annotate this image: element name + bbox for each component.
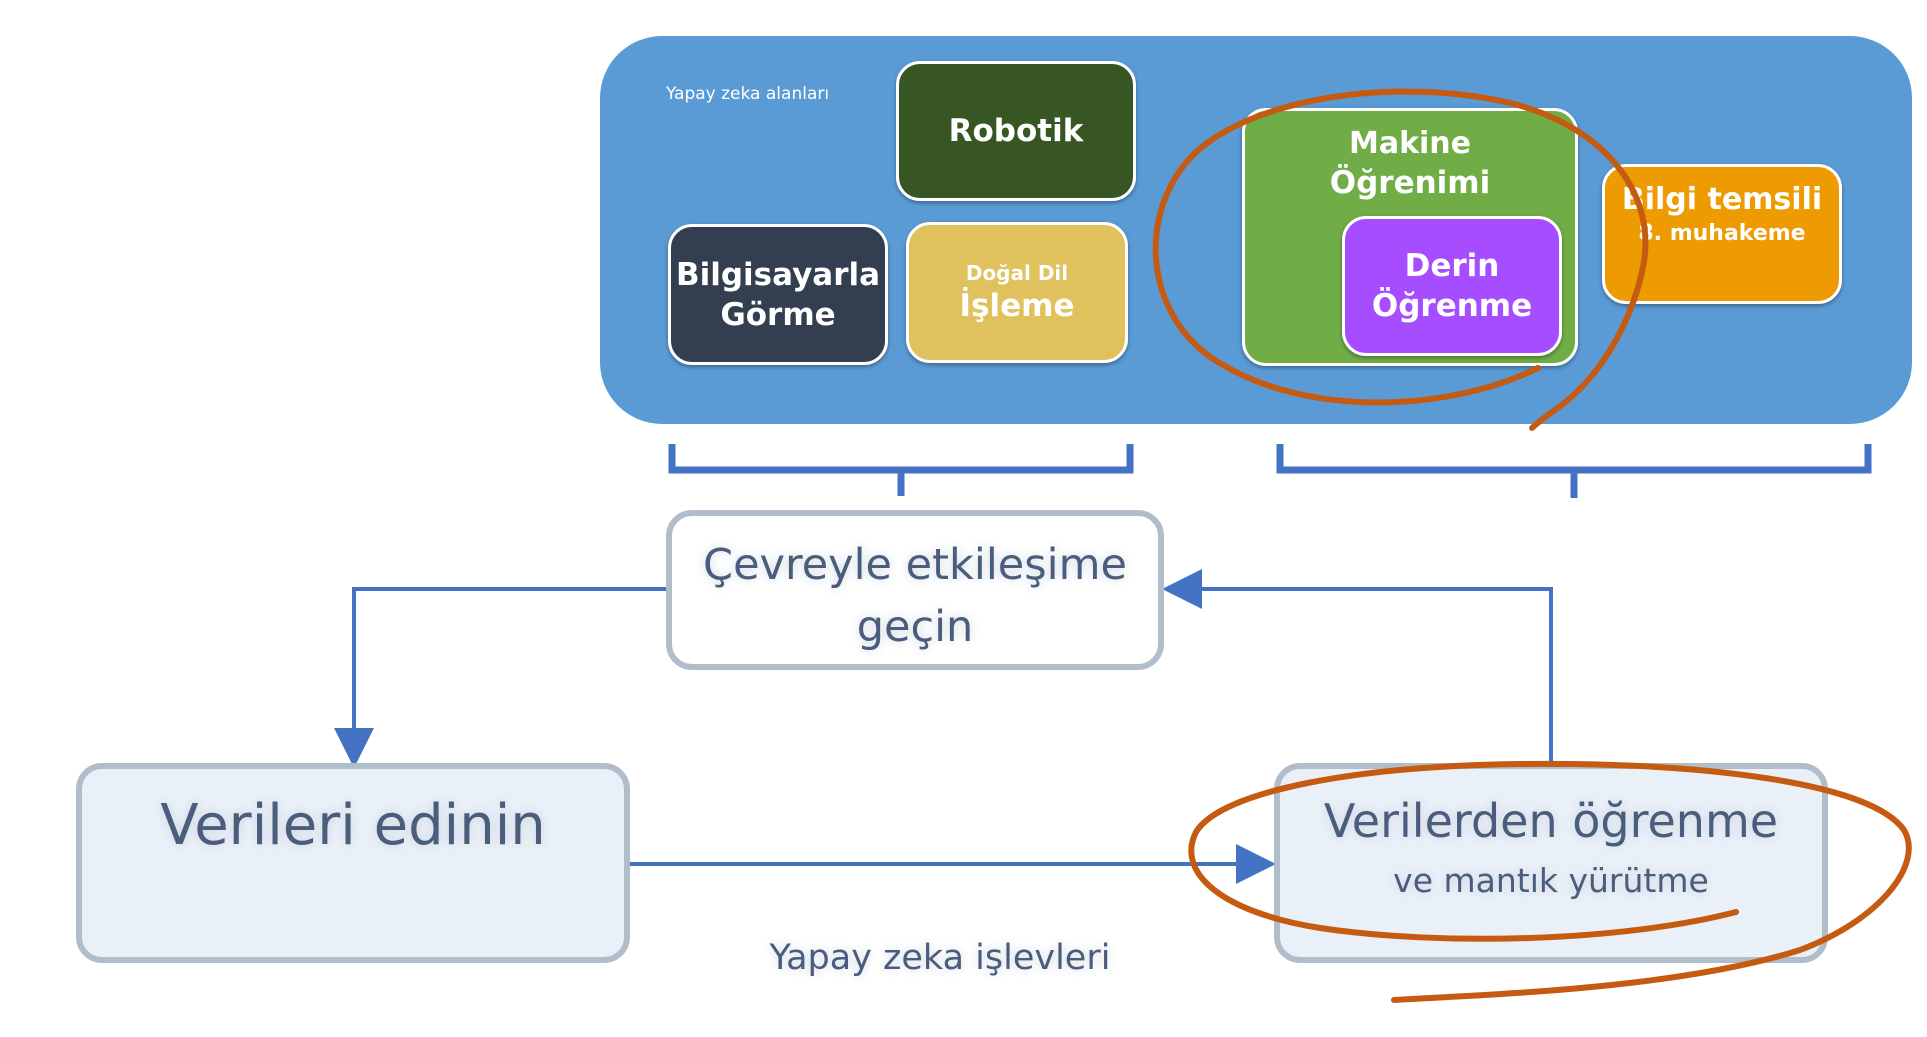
panel-label: Yapay zeka alanları	[666, 84, 830, 104]
arrow-learn-to-interact	[1162, 569, 1553, 763]
field-nlp-line1: Doğal Dil	[965, 260, 1069, 285]
field-robotics-label: Robotik	[948, 113, 1084, 149]
functions-caption: Yapay zeka işlevleri	[769, 938, 1111, 978]
node-interact-with-environment: Çevreyle etkileşime geçin	[666, 510, 1164, 670]
field-nlp-line2: İşleme	[959, 287, 1075, 324]
field-deep-learning-line1: Derin	[1404, 248, 1500, 284]
node-acquire-data: Verileri edinin	[76, 763, 630, 963]
node-interact-line1: Çevreyle etkileşime	[703, 540, 1127, 590]
field-computer-vision-line1: Bilgisayarla	[675, 256, 881, 293]
brace-right	[1276, 444, 1872, 498]
node-learn-line2: ve mantık yürütme	[1393, 861, 1709, 900]
node-learn-and-reason: Verilerden öğrenme ve mantık yürütme	[1274, 763, 1828, 963]
node-acquire-label: Verileri edinin	[160, 793, 546, 858]
node-learn-line1: Verilerden öğrenme	[1323, 794, 1779, 848]
field-computer-vision: Bilgisayarla Görme	[668, 224, 888, 365]
field-nlp: Doğal Dil İşleme	[906, 222, 1128, 363]
field-machine-learning-line1: Makine	[1348, 126, 1472, 161]
highlight-ellipse-ml	[1152, 88, 1649, 431]
arrow-interact-to-acquire	[334, 587, 666, 768]
brace-left	[668, 444, 1134, 496]
field-deep-learning: Derin Öğrenme	[1342, 216, 1562, 356]
node-interact-line2: geçin	[856, 602, 974, 652]
field-deep-learning-line2: Öğrenme	[1371, 288, 1533, 324]
field-robotics: Robotik	[896, 61, 1136, 201]
field-knowledge-representation-line1: Bilgi temsili	[1621, 182, 1823, 217]
field-knowledge-representation-line2: 8. muhakeme	[1638, 221, 1806, 246]
field-computer-vision-line2: Görme	[720, 296, 836, 333]
field-machine-learning-line2: Öğrenimi	[1329, 165, 1491, 201]
highlight-ellipse-learn	[1188, 760, 1912, 1003]
